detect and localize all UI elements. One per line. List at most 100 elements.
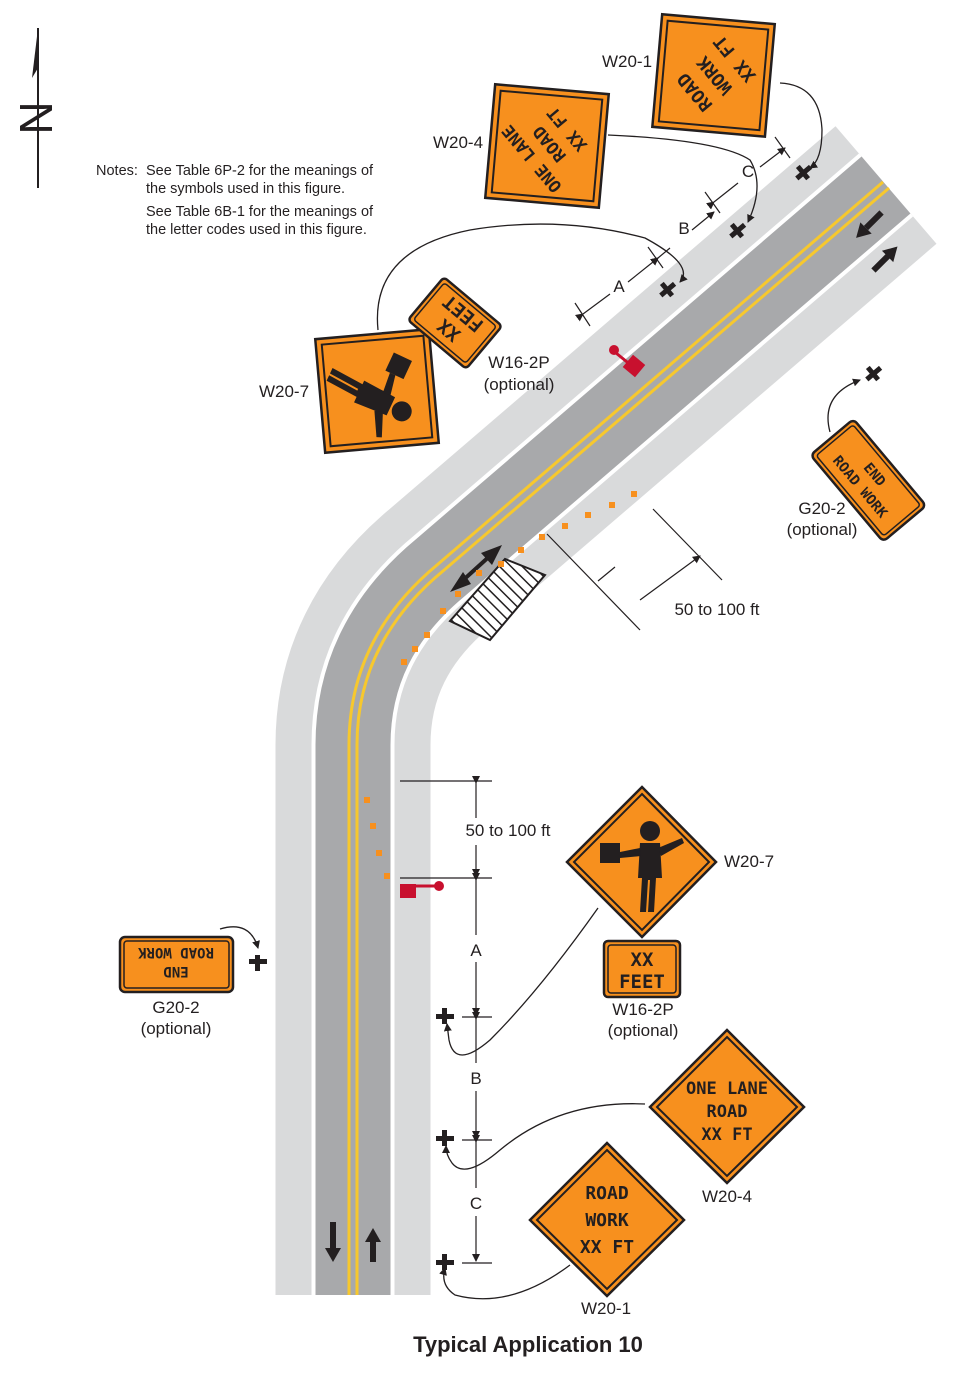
channelizing-device bbox=[631, 491, 637, 497]
channelizing-device bbox=[440, 608, 446, 614]
dim-label-a-bottom: A bbox=[470, 941, 482, 960]
channelizing-device bbox=[370, 823, 376, 829]
sign-posts bbox=[249, 164, 883, 1270]
sign-code-w20-1-top: W20-1 bbox=[602, 52, 652, 71]
leader-lines bbox=[219, 82, 861, 1300]
leader-w20-4-top bbox=[607, 134, 758, 223]
post-w20-1-bottom bbox=[436, 1254, 454, 1270]
channelizing-device bbox=[562, 523, 568, 529]
sign-g20-2-left-line2: ROAD WORK bbox=[138, 944, 214, 960]
flagger-symbol-icon-top bbox=[326, 352, 412, 438]
sign-optional-w16-2p-top: (optional) bbox=[484, 375, 555, 394]
sign-w20-4-line3: XX FT bbox=[701, 1125, 752, 1145]
arrow-northbound-bottom bbox=[365, 1228, 381, 1262]
channelizing-device bbox=[376, 850, 382, 856]
channelizing-device bbox=[364, 797, 370, 803]
arrow-southbound-bottom bbox=[325, 1222, 341, 1262]
post-w20-7-bottom bbox=[436, 1008, 454, 1024]
sign-w20-4-bottom: ONE LANE ROAD XX FT bbox=[648, 1028, 806, 1185]
dim-label-buffer-top: 50 to 100 ft bbox=[674, 600, 759, 619]
notes-prefix: Notes: bbox=[96, 163, 138, 179]
north-label: N bbox=[10, 101, 62, 134]
leader-g20-2-right bbox=[827, 378, 861, 433]
arrow-southwest-top bbox=[856, 210, 884, 238]
note-2-line-b: the letter codes used in this figure. bbox=[146, 222, 367, 238]
leader-w20-4-bottom bbox=[442, 1103, 646, 1170]
leader-w20-7-bottom bbox=[443, 907, 599, 1056]
north-arrow-icon: N bbox=[10, 28, 62, 188]
leader-w20-1-bottom bbox=[439, 1264, 571, 1300]
sign-code-w20-4-bottom: W20-4 bbox=[702, 1187, 752, 1206]
sign-g20-2-left-line1: END bbox=[163, 963, 188, 979]
figure-title: Typical Application 10 bbox=[413, 1332, 643, 1357]
leader-w20-7-top bbox=[376, 223, 688, 331]
flagger-bottom bbox=[400, 881, 444, 898]
channelizing-device bbox=[412, 646, 418, 652]
flagger-symbol-icon bbox=[600, 821, 684, 912]
sign-optional-g20-2-right: (optional) bbox=[787, 520, 858, 539]
lane-direction-arrows bbox=[325, 210, 898, 1262]
sign-w20-7-top bbox=[313, 327, 441, 455]
note-1-line-a: See Table 6P-2 for the meanings of bbox=[146, 163, 374, 179]
channelizing-device bbox=[609, 502, 615, 508]
sign-w20-4-line1: ONE LANE bbox=[686, 1079, 768, 1099]
channelizing-device bbox=[455, 591, 461, 597]
sign-g20-2-right: END ROAD WORK bbox=[811, 419, 926, 541]
sign-w20-1-line2: WORK bbox=[585, 1210, 629, 1231]
sign-optional-w16-2p-bottom: (optional) bbox=[608, 1021, 679, 1040]
channelizing-device bbox=[424, 632, 430, 638]
sign-g20-2-left: END ROAD WORK bbox=[118, 935, 235, 994]
flagger-top bbox=[609, 345, 646, 378]
post-g20-2-right bbox=[865, 365, 883, 382]
post-g20-2-left bbox=[249, 955, 267, 971]
channelizing-device bbox=[476, 570, 482, 576]
sign-w16-2p-bottom: XX FEET bbox=[602, 939, 682, 999]
post-w20-7-top bbox=[659, 281, 677, 298]
dim-label-buffer-bottom: 50 to 100 ft bbox=[465, 821, 550, 840]
channelizing-device bbox=[498, 561, 504, 567]
post-w20-1-top bbox=[795, 164, 813, 181]
channelizing-device bbox=[518, 547, 524, 553]
post-w20-4-top bbox=[729, 222, 747, 239]
arrow-northeast-top bbox=[871, 246, 898, 273]
work-area-hatch bbox=[448, 557, 547, 642]
sign-code-w16-2p-top: W16-2P bbox=[488, 353, 549, 372]
centerline-yellow-2 bbox=[355, 186, 890, 1295]
leader-g20-2-left bbox=[219, 926, 260, 949]
dim-label-c-top: C bbox=[742, 162, 754, 181]
sign-w20-4-top: ONE LANE ROAD XX FT bbox=[483, 82, 611, 210]
roadway bbox=[275, 126, 937, 1295]
sign-w20-4-line2: ROAD bbox=[707, 1102, 748, 1122]
dim-label-c-bottom: C bbox=[470, 1194, 482, 1213]
road-shoulder bbox=[275, 126, 937, 1295]
sign-code-g20-2-right: G20-2 bbox=[798, 499, 845, 518]
work-area bbox=[448, 545, 547, 642]
sign-code-w20-1-bottom: W20-1 bbox=[581, 1299, 631, 1318]
sign-w20-1-bottom: ROAD WORK XX FT bbox=[528, 1141, 686, 1298]
sign-w20-7-bottom bbox=[565, 785, 718, 939]
centerline-yellow-1 bbox=[347, 180, 884, 1295]
post-w20-4-bottom bbox=[436, 1130, 454, 1146]
channelizing-device bbox=[585, 512, 591, 518]
sign-code-w16-2p-bottom: W16-2P bbox=[612, 1000, 673, 1019]
leader-w20-1-top bbox=[779, 82, 823, 169]
sign-code-w20-7-top: W20-7 bbox=[259, 382, 309, 401]
channelizing-devices bbox=[364, 491, 637, 879]
channelizing-device bbox=[384, 873, 390, 879]
sign-w16-2p-line1: XX bbox=[631, 949, 654, 971]
note-2-line-a: See Table 6B-1 for the meanings of bbox=[146, 204, 374, 220]
sign-code-w20-4-top: W20-4 bbox=[433, 133, 483, 152]
road-travel-lanes bbox=[315, 156, 911, 1295]
two-way-arrow-work-area bbox=[450, 545, 502, 592]
sign-w16-2p-line2: FEET bbox=[619, 971, 665, 993]
sign-code-w20-7-bottom: W20-7 bbox=[724, 852, 774, 871]
channelizing-device bbox=[401, 659, 407, 665]
note-1-line-b: the symbols used in this figure. bbox=[146, 181, 345, 197]
sign-code-g20-2-left: G20-2 bbox=[152, 998, 199, 1017]
sign-w20-1-line1: ROAD bbox=[585, 1183, 629, 1204]
dim-label-b-top: B bbox=[678, 219, 689, 238]
sign-w20-1-top: ROAD WORK XX FT bbox=[650, 12, 777, 139]
channelizing-device bbox=[539, 534, 545, 540]
